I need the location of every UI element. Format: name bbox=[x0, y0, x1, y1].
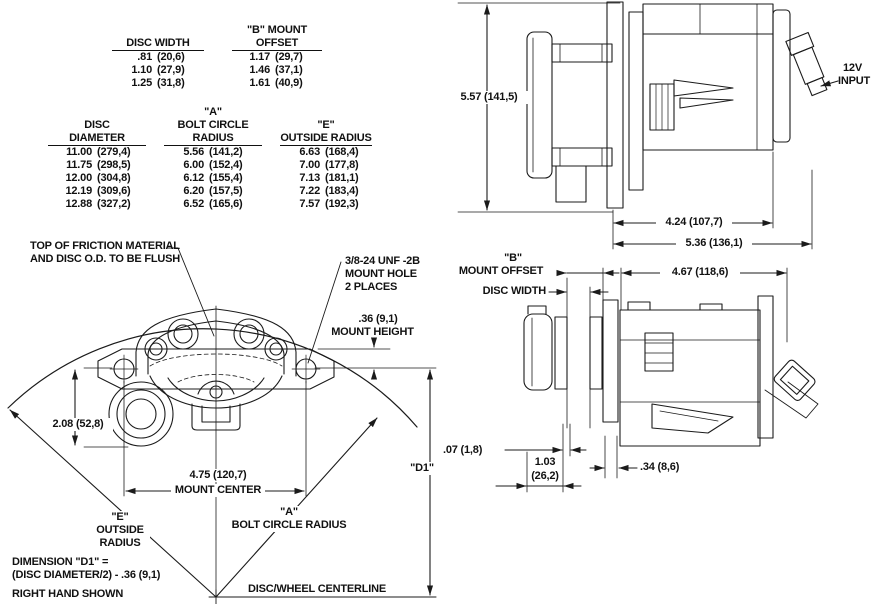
e-radius-leader bbox=[9, 409, 217, 598]
column-header: "B" MOUNT OFFSET bbox=[232, 24, 322, 51]
connector-12v bbox=[785, 31, 828, 97]
table-row: 1.25 (31,8) 1.61 (40,9) bbox=[112, 77, 322, 90]
friction-note-leader bbox=[167, 247, 215, 337]
mount-hole-leader bbox=[307, 261, 342, 364]
value-cell: 1.17 bbox=[249, 51, 270, 63]
body-dimension-value: 1.03 bbox=[534, 456, 556, 468]
plate-dimension: .34 (8,6) bbox=[640, 461, 680, 473]
friction-note-line2: AND DISC O.D. TO BE FLUSH bbox=[30, 253, 181, 265]
side-height-dimension: 5.57 (141,5) bbox=[450, 91, 528, 104]
d1-formula-line1: DIMENSION "D1" = bbox=[12, 556, 109, 568]
mount-height-value: .36 (9,1) bbox=[358, 313, 398, 325]
connector-plug bbox=[773, 359, 816, 401]
table-row: 12.19(309,6) 6.20(157,5) 7.22(183,4) bbox=[65, 185, 359, 197]
table-row: 12.00(304,8) 6.12(155,4) 7.13(181,1) bbox=[65, 172, 359, 184]
value-cell: .81 bbox=[137, 51, 152, 63]
input-label-line1: 12V bbox=[843, 62, 862, 74]
disc-od-arc bbox=[7, 328, 418, 428]
column-header: DISC WIDTH bbox=[112, 24, 204, 51]
table-header-row: DISC WIDTH "B" MOUNT OFFSET bbox=[112, 24, 322, 51]
metric-cell: (20,6) bbox=[157, 51, 185, 63]
table-row: 1.10 (27,9) 1.46 (37,1) bbox=[112, 64, 322, 77]
table-row: 11.75(298,5) 6.00(152,4) 7.00(177,8) bbox=[66, 159, 359, 171]
table-row: 12.88(327,2) 6.52(165,6) 7.57(192,3) bbox=[65, 198, 359, 210]
mount-center-label: MOUNT CENTER bbox=[171, 484, 265, 497]
value-cell: 1.10 bbox=[131, 64, 152, 76]
metric-cell: (27,9) bbox=[157, 64, 185, 76]
column-header: "E"OUTSIDE RADIUS bbox=[280, 106, 372, 146]
value-cell: 1.25 bbox=[131, 77, 152, 89]
column-header: "A"BOLT CIRCLE RADIUS bbox=[164, 106, 262, 146]
front-view-drawing bbox=[7, 247, 437, 604]
table-row: 11.00(279,4) 5.56(141,2) 6.63(168,4) bbox=[66, 146, 359, 158]
value-cell: 1.46 bbox=[249, 64, 270, 76]
e-radius-label-line1: "E" bbox=[90, 511, 150, 524]
b-offset-label-line2: MOUNT OFFSET bbox=[458, 265, 544, 277]
hand-note: RIGHT HAND SHOWN bbox=[12, 588, 124, 600]
mount-hole-note-line3: 2 PLACES bbox=[345, 281, 398, 293]
input-leader bbox=[820, 80, 839, 87]
mount-center-value: 4.75 (120,7) bbox=[181, 469, 255, 482]
height-dimension: 2.08 (52,8) bbox=[43, 418, 113, 431]
b-offset-label-line1: "B" bbox=[504, 252, 522, 264]
e-radius-label-line3: RADIUS bbox=[90, 537, 150, 550]
input-label-line2: INPUT bbox=[838, 75, 871, 87]
top-side-view-drawing bbox=[457, 1, 839, 250]
value-cell: 1.61 bbox=[249, 77, 270, 89]
pad-clearance-dimension: .07 (1,8) bbox=[443, 444, 483, 456]
metric-cell: (37,1) bbox=[275, 64, 303, 76]
d1-dimension-label: "D1" bbox=[403, 462, 441, 475]
overall-width-dimension: 5.36 (136,1) bbox=[676, 237, 752, 250]
table-row: .81 (20,6) 1.17 (29,7) bbox=[112, 51, 322, 65]
metric-cell: (40,9) bbox=[275, 77, 303, 89]
e-radius-label-line2: OUTSIDE bbox=[90, 524, 150, 537]
centerline-label: DISC/WHEEL CENTERLINE bbox=[248, 583, 386, 595]
disc-width-label: DISC WIDTH bbox=[482, 285, 547, 297]
bottom-side-view-drawing bbox=[495, 267, 819, 493]
width-offset-table: DISC WIDTH "B" MOUNT OFFSET .81 (20,6) 1… bbox=[112, 24, 322, 90]
bottom-overall-dimension: 4.67 (118,6) bbox=[660, 266, 740, 279]
d1-formula-line2: (DISC DIAMETER/2) - .36 (9,1) bbox=[12, 569, 161, 581]
friction-note-line1: TOP OF FRICTION MATERIAL bbox=[30, 240, 180, 252]
mount-hole-note-line1: 3/8-24 UNF -2B bbox=[345, 255, 420, 267]
metric-cell: (29,7) bbox=[275, 51, 303, 63]
mount-height-label: MOUNT HEIGHT bbox=[331, 326, 414, 338]
body-dimension-metric: (26,2) bbox=[531, 470, 559, 482]
a-radius-label-line2: BOLT CIRCLE RADIUS bbox=[227, 519, 351, 532]
metric-cell: (31,8) bbox=[157, 77, 185, 89]
mount-hole-note-line2: MOUNT HOLE bbox=[345, 268, 417, 280]
a-radius-label-line1: "A" bbox=[269, 506, 309, 519]
mount-face-dimension: 4.24 (107,7) bbox=[656, 216, 732, 229]
